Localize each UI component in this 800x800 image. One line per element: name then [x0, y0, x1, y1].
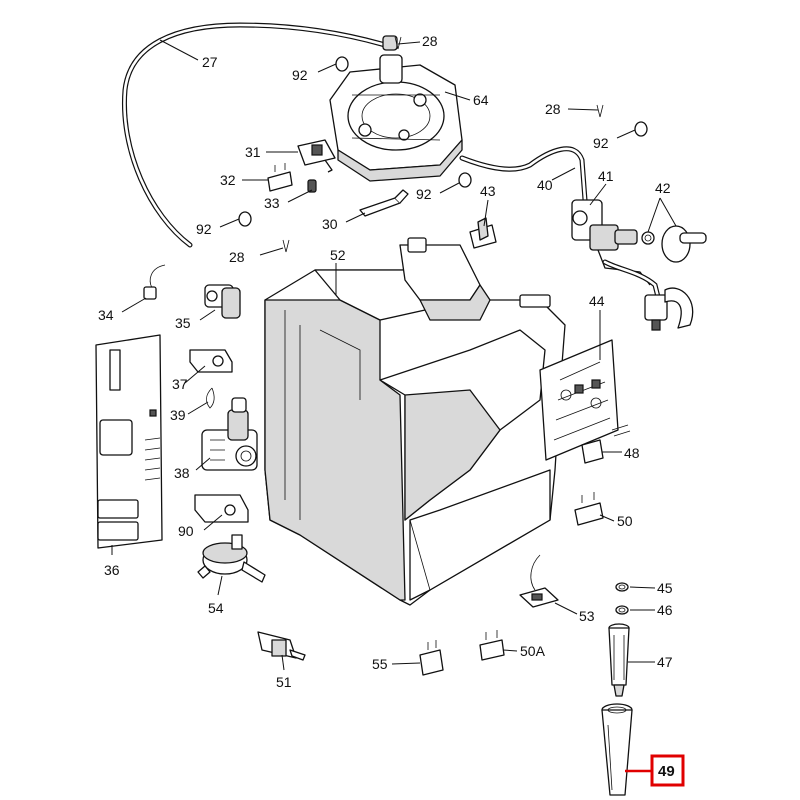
label-46: 46 [657, 602, 673, 618]
part-pin-28[interactable] [282, 36, 604, 253]
label-55: 55 [372, 656, 388, 672]
label-43: 43 [480, 183, 496, 199]
label-64: 64 [473, 92, 489, 108]
label-27: 27 [202, 54, 218, 70]
label-49: 49 [658, 763, 675, 780]
part-seal-46[interactable] [615, 605, 629, 615]
label-92-right: 92 [593, 135, 609, 151]
label-33: 33 [264, 195, 280, 211]
part-board-44[interactable] [539, 339, 619, 461]
part-tube-49[interactable] [601, 703, 633, 796]
label-28-right: 28 [545, 101, 561, 117]
label-92-left: 92 [196, 221, 212, 237]
label-30: 30 [322, 216, 338, 232]
part-spring-39[interactable] [206, 387, 215, 409]
label-34: 34 [98, 307, 114, 323]
part-plate-64[interactable] [329, 54, 463, 182]
label-52: 52 [330, 247, 346, 263]
label-48: 48 [624, 445, 640, 461]
part-rod-30[interactable] [359, 189, 409, 217]
label-32: 32 [220, 172, 236, 188]
label-31: 31 [245, 144, 261, 160]
highlight-box [650, 754, 685, 787]
label-50: 50 [617, 513, 633, 529]
part-seal-92-d[interactable] [458, 172, 472, 188]
part-frame-52[interactable] [264, 237, 566, 606]
part-spring-33[interactable] [307, 179, 317, 193]
label-44: 44 [589, 293, 605, 309]
label-42: 42 [655, 180, 671, 196]
label-37: 37 [172, 376, 188, 392]
part-seal-45[interactable] [615, 582, 629, 592]
part-seal-92-c[interactable] [238, 211, 252, 227]
part-bracket-37[interactable] [189, 349, 233, 373]
highlight-callout-49[interactable]: 49 [625, 754, 685, 787]
leader-lines [111, 39, 677, 671]
part-sensor-34[interactable] [143, 264, 166, 300]
part-knob-42[interactable] [614, 225, 707, 263]
part-clip-55[interactable] [419, 640, 444, 676]
label-92-mid: 92 [416, 186, 432, 202]
part-flowmeter-54[interactable] [197, 534, 266, 583]
label-28-top: 28 [422, 33, 438, 49]
part-valve-41[interactable] [571, 199, 694, 331]
part-sensor-31[interactable] [297, 139, 336, 173]
part-bracket-90[interactable] [194, 494, 249, 523]
label-45: 45 [657, 580, 673, 596]
label-90: 90 [178, 523, 194, 539]
label-54: 54 [208, 600, 224, 616]
label-41: 41 [598, 168, 614, 184]
part-seal-92-a[interactable] [335, 56, 349, 72]
part-board-36[interactable] [95, 334, 163, 549]
label-51: 51 [276, 674, 292, 690]
label-38: 38 [174, 465, 190, 481]
part-seal-92-b[interactable] [634, 121, 648, 137]
part-valve-35[interactable] [204, 284, 241, 319]
part-nozzle-47[interactable] [608, 623, 630, 697]
label-40: 40 [537, 177, 553, 193]
part-clip-32[interactable] [267, 163, 293, 192]
part-labels: 27 28 92 64 28 92 31 32 33 92 43 40 41 4… [98, 33, 673, 690]
label-36: 36 [104, 562, 120, 578]
part-sensor-53[interactable] [519, 554, 559, 608]
part-hose-40[interactable] [459, 146, 588, 203]
part-clip-50[interactable] [574, 492, 604, 526]
label-53: 53 [579, 608, 595, 624]
part-filter-51[interactable] [257, 631, 306, 661]
label-50a: 50A [520, 643, 546, 659]
label-92-top: 92 [292, 67, 308, 83]
label-35: 35 [175, 315, 191, 331]
label-47: 47 [657, 654, 673, 670]
part-hose-27[interactable] [121, 22, 398, 248]
part-clip-43[interactable] [469, 217, 497, 249]
label-39: 39 [170, 407, 186, 423]
label-28-left: 28 [229, 249, 245, 265]
part-clip-48[interactable] [581, 424, 631, 464]
part-pump-38[interactable] [201, 397, 258, 471]
part-clip-50a[interactable] [479, 630, 505, 661]
